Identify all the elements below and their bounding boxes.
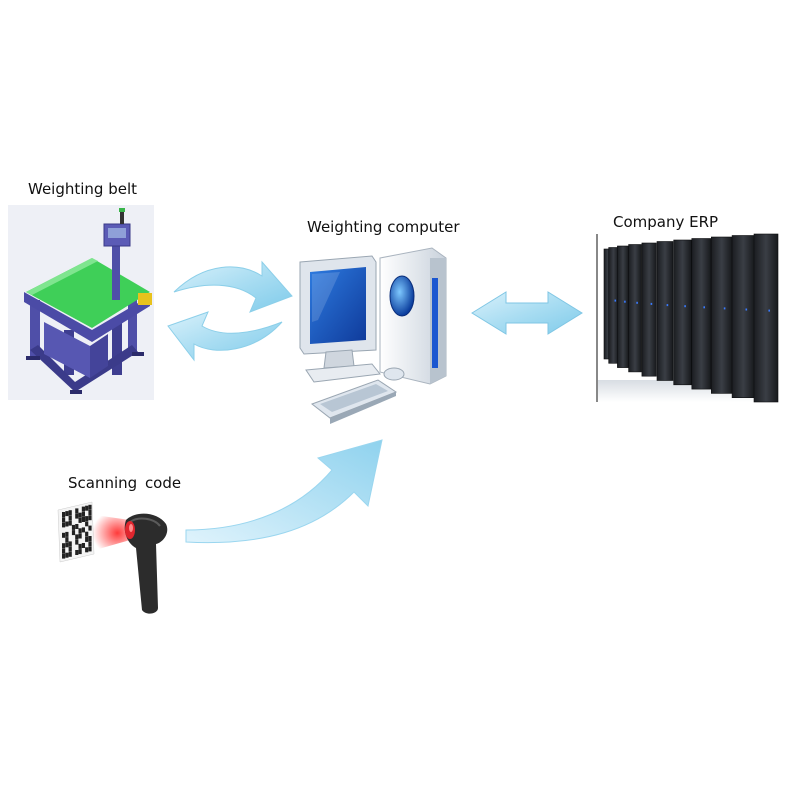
qr-cell [85, 536, 89, 542]
qr-cell [68, 546, 72, 552]
company-erp-label: Company ERP [613, 213, 719, 231]
qr-cell [75, 534, 79, 540]
server-rack [731, 235, 755, 398]
qr-cell [81, 506, 85, 512]
weighting-computer-label: Weighting computer [307, 218, 460, 236]
qr-cell [62, 553, 66, 559]
qr-cell [65, 552, 69, 558]
qr-cell [85, 521, 89, 527]
qr-cell [75, 508, 79, 514]
qr-cell [65, 537, 69, 543]
qr-cell [78, 528, 82, 534]
qr-cell [78, 549, 82, 555]
qr-cell [88, 510, 92, 515]
qr-cell [62, 517, 66, 523]
weighting-belt-label: Weighting belt [28, 180, 138, 198]
qr-cell [81, 527, 85, 533]
qr-cell [65, 521, 69, 527]
server-led [745, 308, 748, 311]
weighting-belt-icon [8, 205, 154, 400]
server-led [666, 304, 669, 307]
qr-cell [75, 513, 79, 519]
qr-cell [78, 512, 82, 518]
qr-cell [75, 550, 79, 555]
server-rack [753, 233, 779, 403]
qr-cell [78, 533, 82, 539]
server-led [614, 299, 617, 302]
qr-cell [85, 531, 89, 537]
qr-cell [71, 524, 76, 530]
barcode-scanner-icon [88, 513, 168, 614]
qr-cell [71, 530, 76, 536]
qr-cell [65, 531, 69, 537]
qr-cell [78, 543, 82, 549]
qr-cell [85, 547, 89, 553]
qr-cell [68, 520, 72, 526]
bidirectional-arrow-icon [471, 291, 583, 335]
qr-cell [65, 542, 69, 548]
qr-cell [81, 517, 85, 522]
qr-cell [65, 511, 69, 517]
server-led [624, 300, 626, 303]
qr-cell [81, 511, 85, 517]
server-rack [628, 244, 642, 373]
scan-to-computer-arrow-icon [185, 439, 383, 544]
qr-cell [62, 532, 66, 538]
qr-cell [85, 505, 89, 511]
weighting-computer-icon [299, 247, 447, 424]
server-led [768, 309, 770, 312]
qr-cell [85, 516, 89, 522]
qr-cell [75, 524, 79, 529]
qr-cell [62, 548, 66, 554]
qr-cell [62, 512, 66, 517]
qr-cell [68, 551, 72, 557]
qr-cell [88, 504, 92, 510]
qr-cell [78, 517, 82, 523]
qr-cell [68, 541, 72, 547]
server-rack [710, 236, 733, 394]
server-rack [608, 247, 619, 364]
scanning-code-label: Scanning code [68, 474, 182, 492]
qr-cell [62, 522, 66, 528]
qr-cell [68, 510, 72, 516]
server-led [650, 302, 653, 305]
qr-cell [81, 543, 85, 548]
server-rack [673, 239, 692, 386]
qr-cell [75, 539, 79, 545]
qr-code-icon [57, 501, 95, 563]
server-led [684, 305, 686, 308]
server-led [723, 307, 726, 310]
server-led [703, 306, 705, 309]
server-rack [691, 238, 712, 390]
sync-arrows-icon [167, 260, 293, 362]
qr-cell [68, 515, 72, 521]
server-rack [656, 241, 674, 381]
company-erp-server-icon [596, 233, 779, 403]
server-rack [617, 245, 629, 368]
qr-cell [62, 543, 66, 549]
server-rack [641, 242, 657, 377]
server-led [636, 301, 638, 304]
